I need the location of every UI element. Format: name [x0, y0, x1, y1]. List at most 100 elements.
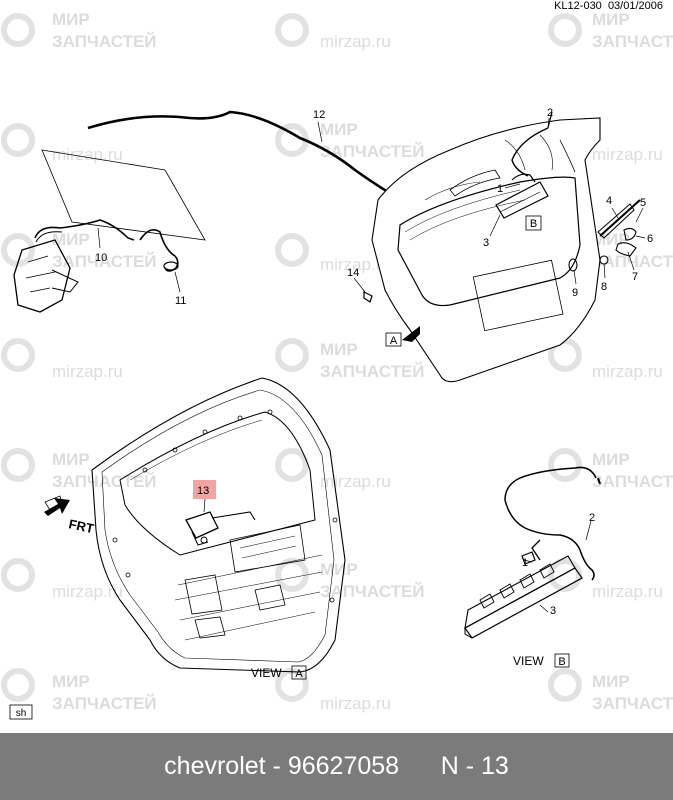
- wm-site: mirzap.ru: [320, 472, 391, 491]
- callout-13-highlight: [193, 480, 216, 499]
- watermark-18: mirzap.ru: [548, 558, 663, 601]
- marker-a-letter: A: [390, 335, 398, 347]
- watermark-17: МИР ЗАПЧАСТЕЙ: [275, 558, 425, 601]
- wm-brand: МИР: [592, 10, 630, 29]
- wm-brand: МИР: [52, 672, 90, 691]
- watermark-12: mirzap.ru: [548, 338, 663, 381]
- wm-site: mirzap.ru: [320, 255, 391, 274]
- wm-site: mirzap.ru: [52, 582, 123, 601]
- wm-brand2: ЗАПЧАСТЕЙ: [592, 694, 673, 713]
- callout-3-view-b: 3: [550, 605, 556, 617]
- leaders-lower-right: [523, 520, 592, 613]
- sh-label: sh: [16, 708, 27, 719]
- callout-3: 3: [483, 237, 489, 249]
- watermark-3: МИР ЗАПЧАСТЕЙ: [548, 10, 673, 51]
- view-b-letter: B: [558, 656, 565, 668]
- callout-1-view-b: 1: [522, 557, 528, 569]
- parts-diagram: МИР ЗАПЧАСТЕЙ mirzap.ru МИР ЗАПЧАСТЕЙ mi…: [1, 10, 673, 720]
- wm-brand: МИР: [52, 230, 90, 249]
- leader-10: [97, 227, 101, 249]
- view-a-letter: A: [295, 668, 303, 680]
- wm-site: mirzap.ru: [592, 362, 663, 381]
- wm-brand2: ЗАПЧАСТЕЙ: [52, 472, 157, 491]
- wm-brand2: ЗАПЧАСТЕЙ: [52, 32, 157, 51]
- watermark-13: МИР ЗАПЧАСТЕЙ: [1, 448, 157, 491]
- wm-brand: МИР: [320, 560, 358, 579]
- wm-brand: МИР: [592, 672, 630, 691]
- view-b-caption: VIEW B: [513, 653, 570, 668]
- callout-5: 5: [640, 197, 646, 209]
- view-a-caption: VIEW A: [251, 665, 307, 680]
- callout-1: 1: [497, 183, 503, 195]
- watermark-16: mirzap.ru: [1, 558, 123, 601]
- leader-11: [174, 271, 181, 293]
- wm-brand: МИР: [52, 450, 90, 469]
- ref-code: KL12-030: [554, 0, 602, 12]
- wm-brand2: ЗАПЧАСТЕЙ: [320, 582, 425, 601]
- footer-caption: chevrolet - 96627058 N - 13: [164, 752, 509, 780]
- wm-brand2: ЗАПЧАСТЕЙ: [52, 252, 157, 271]
- wm-brand2: ЗАПЧАСТЕЙ: [592, 32, 673, 51]
- liftgate-assembly: [363, 111, 641, 383]
- wm-brand2: ЗАПЧАСТЕЙ: [592, 252, 673, 271]
- watermark-11: МИР ЗАПЧАСТЕЙ: [275, 338, 425, 381]
- wm-site: mirzap.ru: [592, 582, 663, 601]
- leader-13: [203, 498, 206, 513]
- callout-9: 9: [572, 287, 578, 299]
- liftgate-inner-panel: [91, 377, 346, 673]
- footer-bar: chevrolet - 96627058 N - 13: [0, 733, 673, 800]
- stop-lamp-assembly: [464, 466, 601, 639]
- wm-site: mirzap.ru: [320, 694, 391, 713]
- watermark-10: mirzap.ru: [1, 338, 123, 381]
- callout-10: 10: [95, 252, 107, 264]
- watermark-8: mirzap.ru: [275, 233, 391, 274]
- wm-brand: МИР: [320, 340, 358, 359]
- frt-label: FRT: [67, 516, 95, 536]
- wm-site: mirzap.ru: [52, 145, 123, 164]
- callout-8: 8: [601, 281, 607, 293]
- callout-2: 2: [547, 107, 553, 119]
- sh-tag: sh: [9, 704, 33, 720]
- wm-site: mirzap.ru: [320, 32, 391, 51]
- watermark-14: mirzap.ru: [275, 448, 391, 491]
- callout-13: 13: [197, 485, 209, 497]
- ref-date: 03/01/2006: [607, 0, 663, 12]
- view-a-text: VIEW: [251, 666, 282, 680]
- watermark-1: МИР ЗАПЧАСТЕЙ: [1, 10, 157, 51]
- callout-4: 4: [606, 195, 612, 207]
- watermark-4: mirzap.ru: [1, 123, 123, 164]
- wm-brand: МИР: [592, 450, 630, 469]
- wm-site: mirzap.ru: [52, 362, 123, 381]
- callout-6: 6: [647, 233, 653, 245]
- leaders-upper-right: [353, 117, 646, 293]
- marker-b-letter: B: [530, 218, 537, 230]
- wm-brand: МИР: [52, 10, 90, 29]
- wm-brand: МИР: [320, 120, 358, 139]
- watermark-2: mirzap.ru: [275, 13, 391, 51]
- callout-7: 7: [632, 271, 638, 283]
- watermark-7: МИР ЗАПЧАСТЕЙ: [1, 230, 157, 271]
- watermark-group: МИР ЗАПЧАСТЕЙ mirzap.ru МИР ЗАПЧАСТЕЙ mi…: [1, 10, 673, 713]
- leader-12: [317, 121, 323, 143]
- callout-11: 11: [175, 295, 186, 307]
- view-marker-a: A: [385, 326, 420, 347]
- frt-arrow: FRT: [44, 495, 95, 536]
- wm-brand2: ЗАПЧАСТЕЙ: [592, 472, 673, 491]
- wm-brand2: ЗАПЧАСТЕЙ: [320, 142, 425, 161]
- view-marker-b: B: [525, 215, 542, 231]
- watermark-15: МИР ЗАПЧАСТЕЙ: [548, 448, 673, 491]
- wm-site: mirzap.ru: [592, 145, 663, 164]
- watermark-19: МИР ЗАПЧАСТЕЙ: [1, 668, 157, 713]
- callout-12: 12: [313, 109, 325, 121]
- callout-2-view-b: 2: [589, 512, 595, 524]
- callout-14: 14: [347, 267, 359, 279]
- header-ref: KL12-030 03/01/2006: [554, 0, 663, 12]
- wm-brand2: ЗАПЧАСТЕЙ: [52, 694, 157, 713]
- watermark-21: МИР ЗАПЧАСТЕЙ: [548, 668, 673, 713]
- wm-brand2: ЗАПЧАСТЕЙ: [320, 362, 425, 381]
- washer-reservoir-assembly: [13, 149, 206, 313]
- callout-labels: 1 2 3 4 5 6 7 8 9 10 11 12 13 14 1 2 3: [95, 107, 653, 617]
- view-b-text: VIEW: [513, 654, 544, 668]
- watermark-5: МИР ЗАПЧАСТЕЙ: [275, 120, 425, 161]
